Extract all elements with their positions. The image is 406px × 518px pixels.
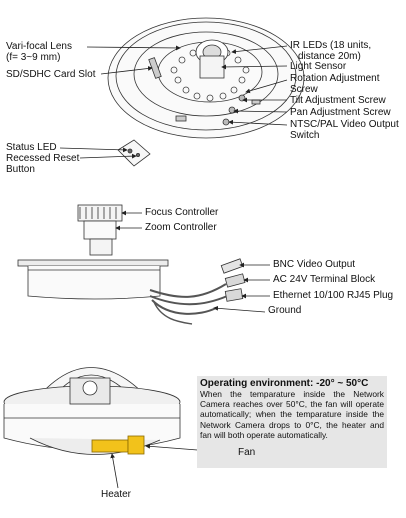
varifocal-lens-spec-label: (f= 3~9 mm) [6,52,61,63]
reset-button-label-2: Button [6,164,35,175]
ir-leds-label: IR LEDs (18 units, [290,40,372,51]
rotation-screw-label-2: Screw [290,84,318,95]
varifocal-lens-label: Vari-focal Lens [6,41,72,52]
side-camera-view [17,204,246,325]
status-led-label: Status LED [6,142,57,153]
fan-label: Fan [238,447,256,458]
heater-label: Heater [101,489,132,500]
reset-button-label: Recessed Reset [6,153,80,164]
dome-cutaway-view [3,367,181,455]
ground-label: Ground [268,305,302,316]
light-sensor-label: Light Sensor [290,61,347,72]
status-led-inset [117,139,151,167]
top-leader-lines [59,45,288,159]
focus-controller-label: Focus Controller [145,207,219,218]
zoom-controller-label: Zoom Controller [145,222,217,233]
fan-shape [127,435,145,455]
ir-led-ring [170,49,250,102]
top-camera-view [107,17,305,139]
operating-environment-box: Operating environment: -20° ~ 50°C When … [197,376,387,468]
ir-leds-distance-label: distance 20m) [298,51,361,62]
pan-screw-label: Pan Adjustment Screw [290,107,391,118]
middle-leader-lines [115,210,270,313]
ntsc-switch-label-2: Switch [290,130,320,141]
ntsc-switch-label: NTSC/PAL Video Output [290,119,399,130]
sd-card-slot-label: SD/SDHC Card Slot [6,69,96,80]
rotation-screw-label: Rotation Adjustment [290,73,380,84]
tilt-screw-label: Tilt Adjustment Screw [290,95,386,106]
ethernet-plug-label: Ethernet 10/100 RJ45 Plug [273,290,394,301]
ac-terminal-label: AC 24V Terminal Block [273,274,376,285]
heater-shape [91,439,129,453]
operating-environment-text: When the temparature inside the Network … [200,389,384,440]
operating-environment-title: Operating environment: -20° ~ 50°C [200,378,369,389]
bnc-output-label: BNC Video Output [273,259,356,270]
